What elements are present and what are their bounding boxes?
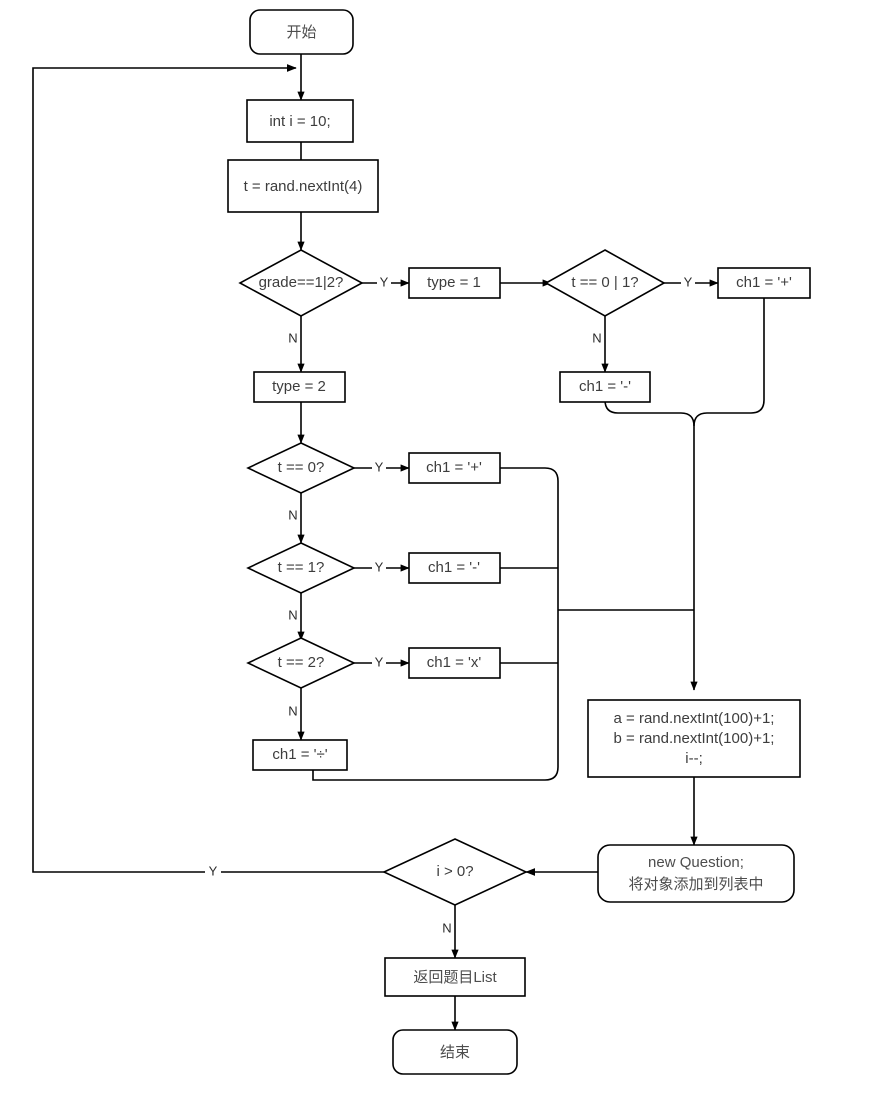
node-t1-check[interactable]: t == 1? xyxy=(246,542,356,594)
node-end[interactable]: 结束 xyxy=(392,1029,518,1075)
edge-label-t2-no: N xyxy=(288,703,297,718)
node-new-question-shape[interactable] xyxy=(597,844,795,903)
node-start-shape[interactable] xyxy=(249,9,354,55)
node-t0-check-shape[interactable] xyxy=(246,442,356,494)
node-ch1-minus-right[interactable]: ch1 = '-' xyxy=(559,371,651,403)
node-return-list[interactable]: 返回题目List xyxy=(384,957,526,997)
node-ch1-plus-right-shape[interactable] xyxy=(717,267,811,299)
node-type1[interactable]: type = 1 xyxy=(408,267,501,299)
node-i-check-shape[interactable] xyxy=(382,838,528,906)
node-ch1-divide-left[interactable]: ch1 = '÷' xyxy=(252,739,348,771)
node-grade-check-shape[interactable] xyxy=(238,249,364,317)
edge-loop-back xyxy=(32,64,410,873)
node-ch1-divide-left-shape[interactable] xyxy=(252,739,348,771)
node-t2-check-label: t == 2? xyxy=(278,654,325,671)
node-t0-check-label: t == 0? xyxy=(278,459,325,476)
node-ch1-divide-left-label: ch1 = '÷' xyxy=(272,746,327,763)
node-new-question-line-2: 将对象添加到列表中 xyxy=(628,876,763,893)
node-start[interactable]: 开始 xyxy=(249,9,354,55)
node-end-label: 结束 xyxy=(440,1044,470,1061)
node-init-i[interactable]: int i = 10; xyxy=(246,99,354,143)
node-ch1-plus-left-shape[interactable] xyxy=(408,452,501,484)
node-rand-ab-shape[interactable] xyxy=(587,699,801,778)
edge-label-t1-yes: Y xyxy=(375,559,384,574)
node-ch1-times-left-label: ch1 = 'x' xyxy=(427,654,482,671)
node-t2-check[interactable]: t == 2? xyxy=(246,637,356,689)
node-new-question-line-1: new Question; xyxy=(648,854,744,871)
node-rand-t-label: t = rand.nextInt(4) xyxy=(244,178,363,195)
node-rand-ab-line-3: i--; xyxy=(685,750,703,767)
node-ch1-minus-right-shape[interactable] xyxy=(559,371,651,403)
node-i-check-label: i > 0? xyxy=(436,863,473,880)
node-ch1-minus-left-shape[interactable] xyxy=(408,552,501,584)
edge-right-plus-merge xyxy=(690,298,765,691)
node-type1-shape[interactable] xyxy=(408,267,501,299)
edge-label-loop-yes: Y xyxy=(209,863,218,878)
node-t01-check-shape[interactable] xyxy=(544,249,666,317)
nodes-layer: 开始 int i = 10; t = rand.nextInt(4) grade… xyxy=(227,9,811,1075)
node-end-shape[interactable] xyxy=(392,1029,518,1075)
node-new-question[interactable]: new Question; 将对象添加到列表中 xyxy=(597,844,795,903)
node-t01-check-label: t == 0 | 1? xyxy=(571,274,638,291)
node-type1-label: type = 1 xyxy=(427,274,481,291)
edge-label-t2-yes: Y xyxy=(375,654,384,669)
edge-left-plus-rail xyxy=(312,467,559,781)
node-rand-ab[interactable]: a = rand.nextInt(100)+1; b = rand.nextIn… xyxy=(587,699,801,778)
node-t1-check-label: t == 1? xyxy=(278,559,325,576)
node-ch1-minus-right-label: ch1 = '-' xyxy=(579,378,631,395)
node-start-label: 开始 xyxy=(286,24,316,41)
node-type2[interactable]: type = 2 xyxy=(253,371,346,403)
node-rand-t[interactable]: t = rand.nextInt(4) xyxy=(227,159,379,213)
node-ch1-plus-left[interactable]: ch1 = '+' xyxy=(408,452,501,484)
node-t2-check-shape[interactable] xyxy=(246,637,356,689)
node-type2-shape[interactable] xyxy=(253,371,346,403)
edge-labels-layer: Y N Y N Y N Y N Y N Y N xyxy=(205,274,695,935)
edge-label-t0-yes: Y xyxy=(375,459,384,474)
node-ch1-plus-right-label: ch1 = '+' xyxy=(736,274,792,291)
node-ch1-minus-left[interactable]: ch1 = '-' xyxy=(408,552,501,584)
edge-label-t1-no: N xyxy=(288,607,297,622)
node-ch1-times-left[interactable]: ch1 = 'x' xyxy=(408,647,501,679)
node-t0-check[interactable]: t == 0? xyxy=(246,442,356,494)
node-grade-check-label: grade==1|2? xyxy=(259,274,344,291)
node-ch1-times-left-shape[interactable] xyxy=(408,647,501,679)
node-i-check[interactable]: i > 0? xyxy=(382,838,528,906)
node-ch1-minus-left-label: ch1 = '-' xyxy=(428,559,480,576)
node-return-list-shape[interactable] xyxy=(384,957,526,997)
node-init-i-label: int i = 10; xyxy=(269,113,330,130)
node-return-list-label: 返回题目List xyxy=(413,969,497,986)
node-rand-t-shape[interactable] xyxy=(227,159,379,213)
edge-label-grade-yes: Y xyxy=(380,274,389,289)
node-t1-check-shape[interactable] xyxy=(246,542,356,594)
edge-label-t01-yes: Y xyxy=(684,274,693,289)
node-ch1-plus-left-label: ch1 = '+' xyxy=(426,459,482,476)
edge-label-t0-no: N xyxy=(288,507,297,522)
edge-label-i-no: N xyxy=(442,920,451,935)
node-init-i-shape[interactable] xyxy=(246,99,354,143)
edge-label-t01-no: N xyxy=(592,330,601,345)
node-t01-check[interactable]: t == 0 | 1? xyxy=(544,249,666,317)
node-grade-check[interactable]: grade==1|2? xyxy=(238,249,364,317)
node-ch1-plus-right[interactable]: ch1 = '+' xyxy=(717,267,811,299)
node-type2-label: type = 2 xyxy=(272,378,326,395)
edge-label-grade-no: N xyxy=(288,330,297,345)
node-rand-ab-line-1: a = rand.nextInt(100)+1; xyxy=(614,710,775,727)
edge-right-minus-merge xyxy=(604,399,695,427)
node-rand-ab-line-2: b = rand.nextInt(100)+1; xyxy=(614,730,775,747)
